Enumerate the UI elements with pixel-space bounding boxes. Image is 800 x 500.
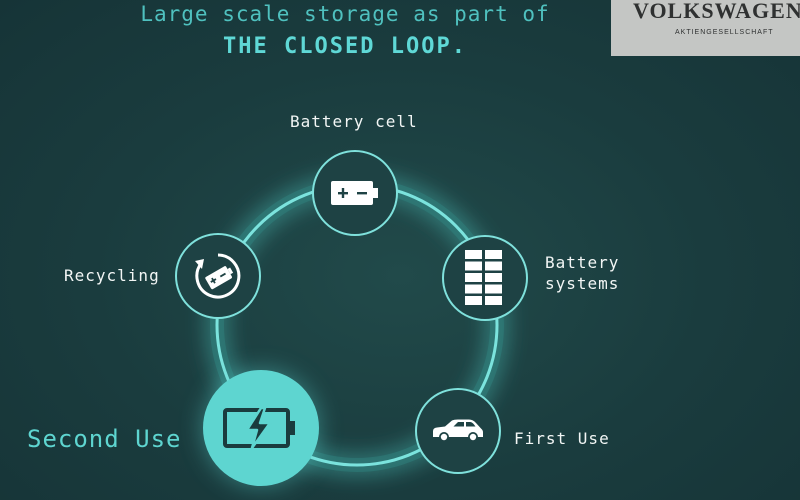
label-recycling: Recycling [64, 266, 160, 285]
label-first-use: First Use [514, 429, 610, 448]
node-battery-cell [312, 150, 398, 236]
node-battery-systems [442, 235, 528, 321]
node-recycling [175, 233, 261, 319]
brand-subtitle: AKTIENGESELLSCHAFT [675, 29, 774, 36]
car-icon [433, 419, 483, 442]
brand-name: VOLKSWAGEN [633, 0, 800, 23]
label-battery-cell: Battery cell [290, 112, 418, 131]
title-line-2: THE CLOSED LOOP. [223, 34, 467, 59]
title-line-1: Large scale storage as part of [140, 2, 550, 26]
label-battery-systems: Battery systems [545, 252, 619, 294]
label-second-use: Second Use [27, 425, 182, 453]
charging-battery-icon [223, 406, 295, 450]
recycle-battery-icon [195, 253, 241, 299]
label-battery-systems-line1: Battery [545, 253, 620, 272]
label-battery-systems-line2: systems [545, 274, 620, 293]
node-second-use [203, 370, 319, 486]
node-first-use [415, 388, 501, 474]
battery-cell-icon [331, 181, 378, 205]
battery-modules-icon [465, 250, 502, 305]
volkswagen-logo: VOLKSWAGEN AKTIENGESELLSCHAFT [611, 0, 800, 56]
